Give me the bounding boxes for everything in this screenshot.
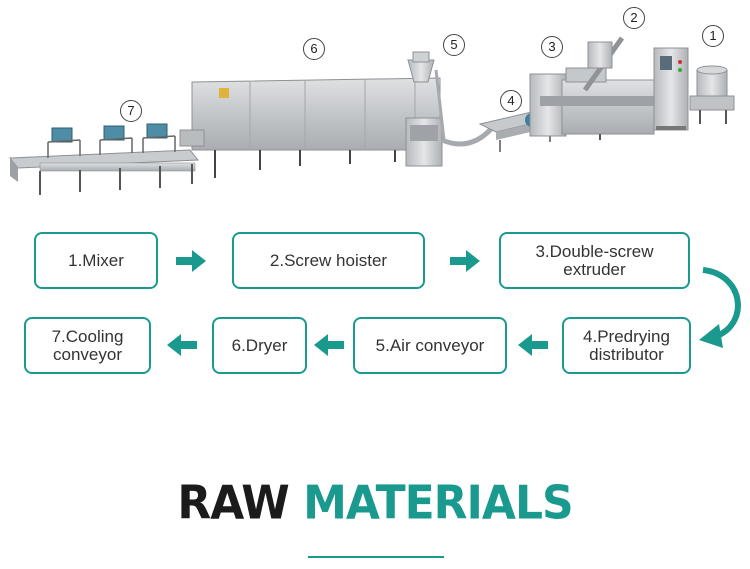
machine-number-1: 1 [702, 25, 724, 47]
air-conveyor-machine [405, 51, 494, 167]
production-line-drawing [8, 36, 735, 195]
step-mixer-label: 1.Mixer [68, 250, 124, 270]
step-predrying-distributor-label: 4.Predrying distributor [583, 326, 670, 364]
machine-number-5: 5 [443, 34, 465, 56]
control-cabinet [653, 47, 689, 131]
step-double-screw-extruder-label: 3.Double-screw extruder [535, 241, 654, 279]
step-air-conveyor-label: 5.Air conveyor [375, 335, 485, 355]
arrow-left-icon [167, 334, 197, 356]
title-word-raw: RAW [177, 476, 289, 531]
step-dryer: 6.Dryer [212, 317, 307, 374]
curved-arrow-icon [699, 267, 741, 348]
step-mixer: 1.Mixer [34, 232, 158, 289]
step-cooling-conveyor: 7.Cooling conveyor [24, 317, 151, 374]
arrow-right-icon [450, 250, 480, 272]
section-title: RAW MATERIALS [0, 477, 750, 531]
production-line-illustration: 7 6 5 4 3 2 1 [0, 0, 750, 215]
step-cooling-conveyor-label: 7.Cooling conveyor [51, 326, 124, 364]
arrow-left-icon [314, 334, 344, 356]
arrow-left-icon [518, 334, 548, 356]
step-double-screw-extruder: 3.Double-screw extruder [499, 232, 690, 289]
machine-number-4: 4 [500, 90, 522, 112]
mixer-machine [689, 65, 735, 124]
step-predrying-distributor: 4.Predrying distributor [562, 317, 691, 374]
step-air-conveyor: 5.Air conveyor [353, 317, 507, 374]
step-screw-hoister: 2.Screw hoister [232, 232, 425, 289]
step-screw-hoister-label: 2.Screw hoister [269, 250, 388, 270]
cooling-conveyor-machine [8, 123, 200, 195]
screw-hoister-machine [582, 36, 625, 92]
arrow-right-icon [176, 250, 206, 272]
machine-number-2: 2 [623, 7, 645, 29]
title-word-materials: MATERIALS [303, 476, 574, 531]
dryer-machine [179, 77, 441, 178]
machine-number-3: 3 [541, 36, 563, 58]
machine-number-6: 6 [303, 38, 325, 60]
step-dryer-label: 6.Dryer [231, 335, 288, 355]
title-underline [308, 556, 444, 558]
machine-number-7: 7 [120, 100, 142, 122]
